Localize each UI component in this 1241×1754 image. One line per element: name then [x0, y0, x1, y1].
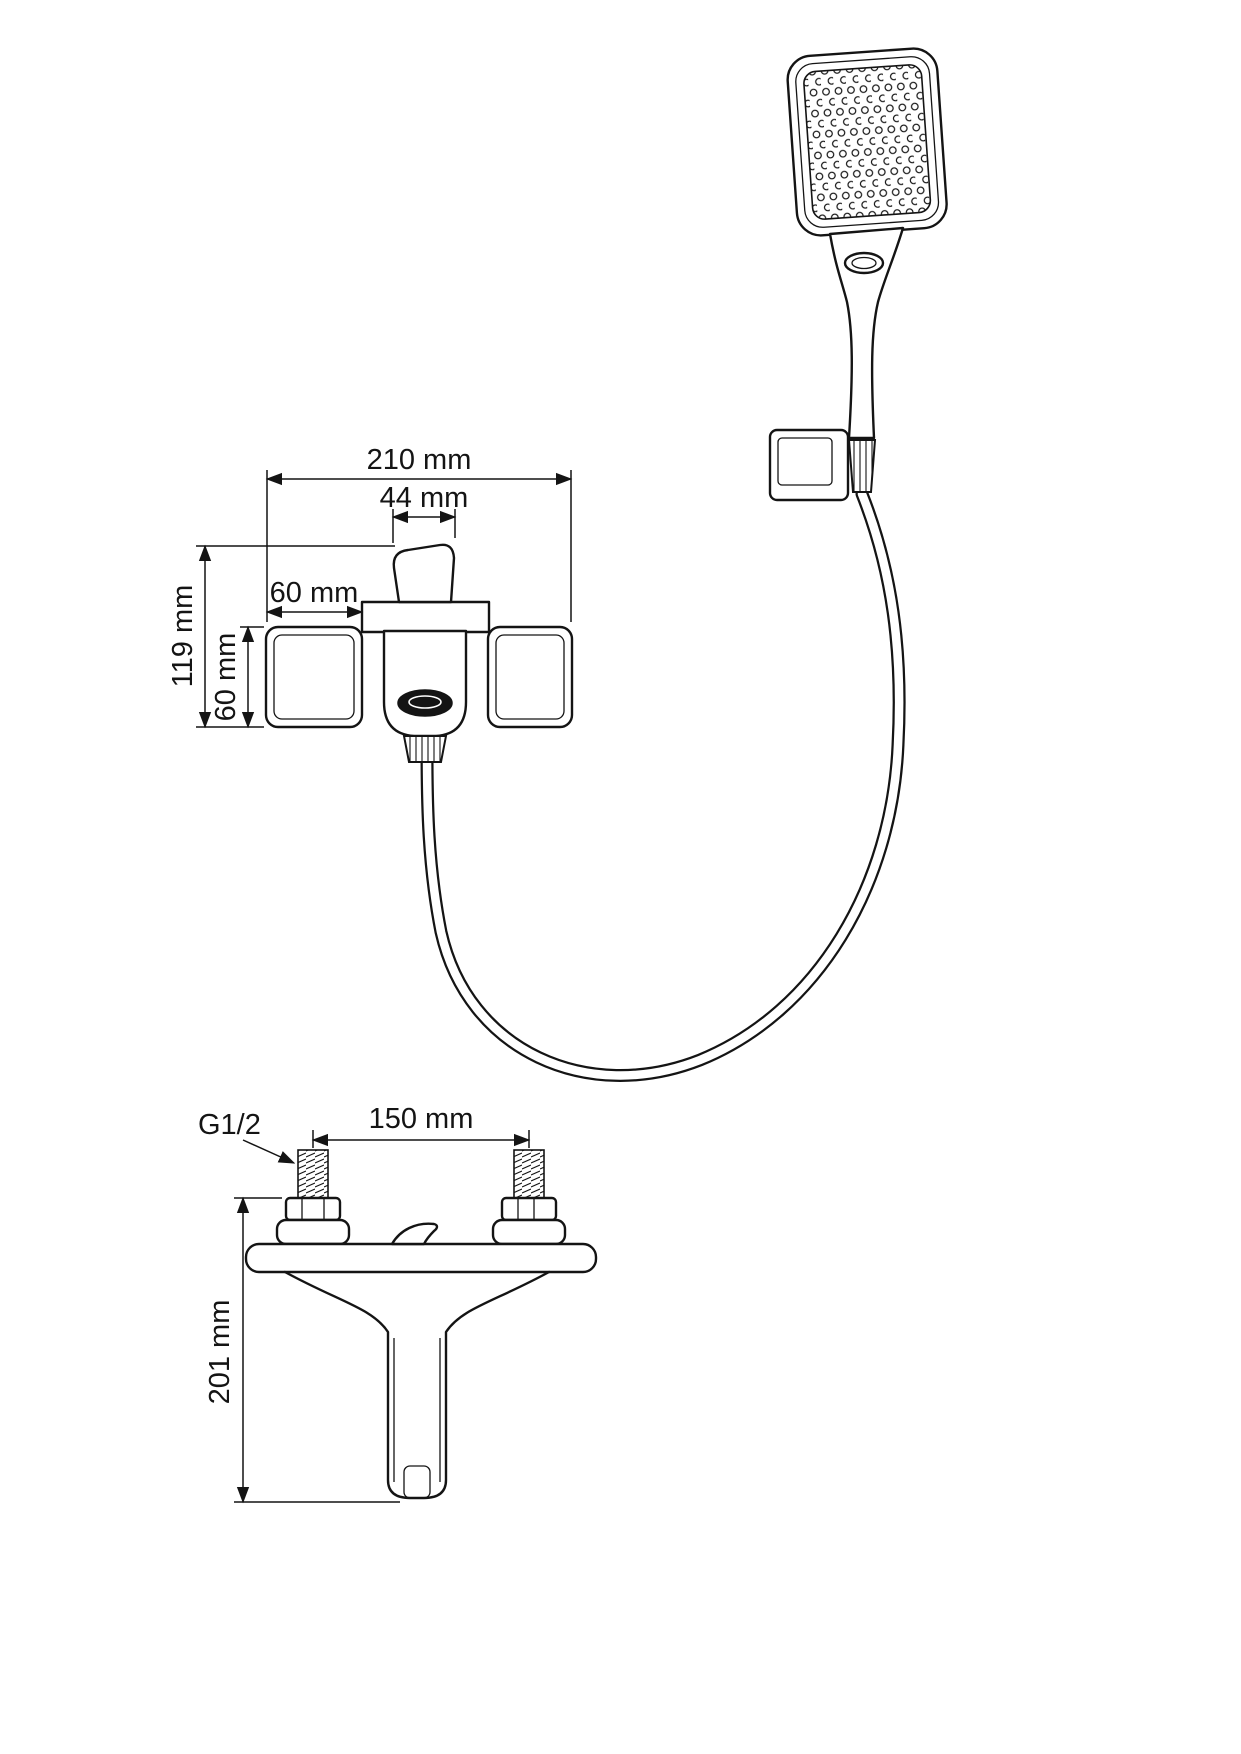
spout-column — [283, 1270, 551, 1500]
mixer-lever — [392, 543, 456, 604]
hose-nut-bottom — [402, 735, 448, 763]
dimension-60mm-height: 60 mm — [210, 625, 264, 729]
dimension-150mm: 150 mm — [311, 1103, 531, 1148]
thread-size-callout: G1/2 — [198, 1109, 296, 1164]
hand-shower-head — [786, 47, 948, 237]
dim-label-60mm-width: 60 mm — [270, 577, 359, 609]
hand-shower — [768, 47, 948, 502]
dim-label-60mm-height: 60 mm — [210, 633, 242, 722]
dimension-44mm: 44 mm — [380, 482, 469, 543]
hose-nut-top — [847, 439, 877, 493]
lever-side — [390, 1222, 439, 1246]
mixer-front-view — [264, 543, 574, 763]
dim-label-119mm: 119 mm — [167, 585, 199, 688]
dimension-201mm: 201 mm — [204, 1196, 400, 1504]
valve-body-bar — [360, 600, 491, 634]
mixer-body — [382, 629, 468, 738]
body-bar-side — [244, 1242, 598, 1274]
dim-label-201mm: 201 mm — [204, 1300, 236, 1405]
right-escutcheon — [486, 625, 574, 729]
wall-bracket — [768, 428, 850, 502]
hex-nut-left — [284, 1196, 342, 1222]
hex-nut-right — [500, 1196, 558, 1222]
spout-outlet — [397, 689, 453, 717]
dim-label-210mm: 210 mm — [367, 444, 472, 476]
dim-label-44mm: 44 mm — [380, 482, 469, 514]
inlet-thread-left — [297, 1149, 329, 1199]
dim-label-g12: G1/2 — [198, 1109, 261, 1141]
dim-label-150mm: 150 mm — [369, 1103, 474, 1135]
shower-mode-button — [843, 251, 885, 275]
hand-shower-handle — [828, 226, 905, 440]
dimension-60mm-width: 60 mm — [265, 577, 364, 622]
left-escutcheon — [264, 625, 364, 729]
spout-mouth — [403, 1465, 431, 1499]
mixer-side-view — [244, 1149, 598, 1500]
shower-hose — [420, 487, 906, 1082]
inlet-thread-right — [513, 1149, 545, 1199]
flange-left — [275, 1218, 351, 1246]
shower-face-dots — [803, 64, 932, 220]
flange-right — [491, 1218, 567, 1246]
